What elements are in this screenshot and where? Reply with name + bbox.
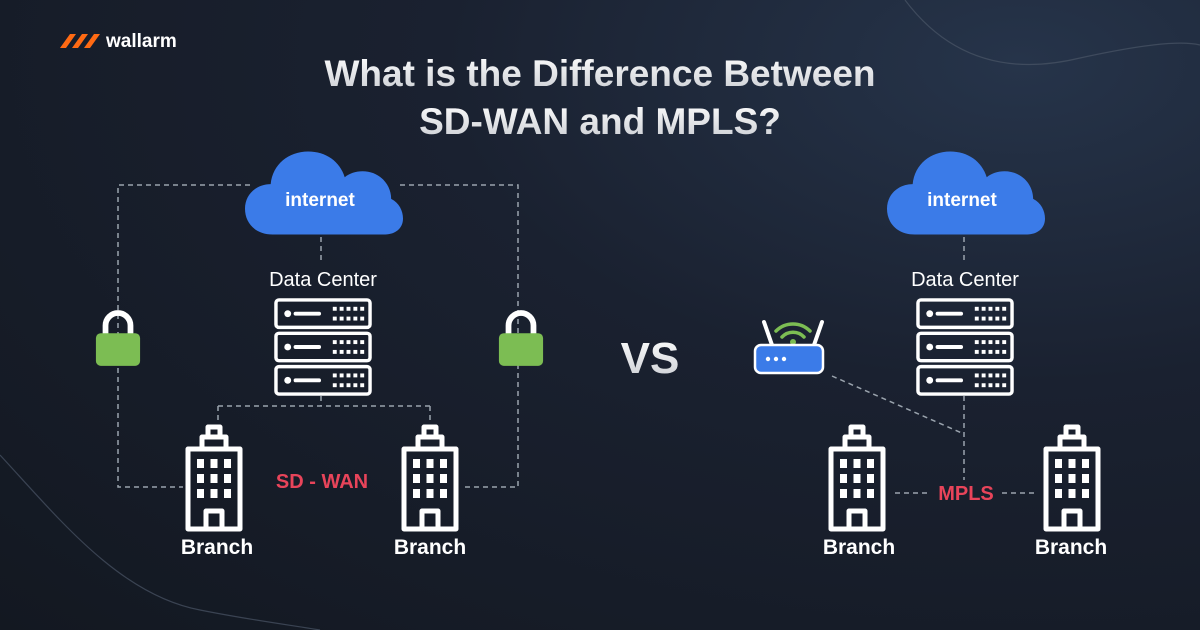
sdwan-link-label: SD - WAN	[276, 471, 368, 493]
branch-building-icon-right	[404, 427, 456, 529]
branch-building-icon-right	[1046, 427, 1098, 529]
mpls-link-label: MPLS	[938, 483, 994, 505]
wallarm-logo-mark	[60, 34, 100, 48]
internet-label: internet	[927, 190, 997, 211]
lock-icon-left	[96, 313, 140, 366]
data-center-server-icon	[274, 298, 372, 396]
branch-building-icon-left	[831, 427, 883, 529]
data-center-label: Data Center	[269, 269, 377, 291]
router-icon	[753, 320, 825, 375]
brand-name: wallarm	[105, 31, 177, 52]
page-title-line-1: What is the Difference Between	[324, 53, 875, 94]
branch-label-left: Branch	[823, 536, 895, 559]
wifi-icon	[774, 322, 812, 339]
data-center-label: Data Center	[911, 269, 1019, 291]
internet-label: internet	[285, 190, 355, 211]
branch-label-left: Branch	[181, 536, 253, 559]
branch-label-right: Branch	[1035, 536, 1107, 559]
data-center-server-icon	[916, 298, 1014, 396]
branch-building-icon-left	[188, 427, 240, 529]
sdwan-diagram: internet Data Center SD - WAN Branch Bra…	[96, 151, 543, 559]
mpls-dashed-links	[831, 237, 1038, 494]
vs-label: VS	[621, 334, 680, 383]
page-title-line-2: SD-WAN and MPLS?	[419, 101, 781, 142]
mpls-diagram: internet Data Center MPLS Branch Branch	[753, 151, 1107, 559]
wallarm-logo: wallarm	[60, 31, 177, 52]
branch-label-right: Branch	[394, 536, 466, 559]
lock-icon-right	[499, 313, 543, 366]
